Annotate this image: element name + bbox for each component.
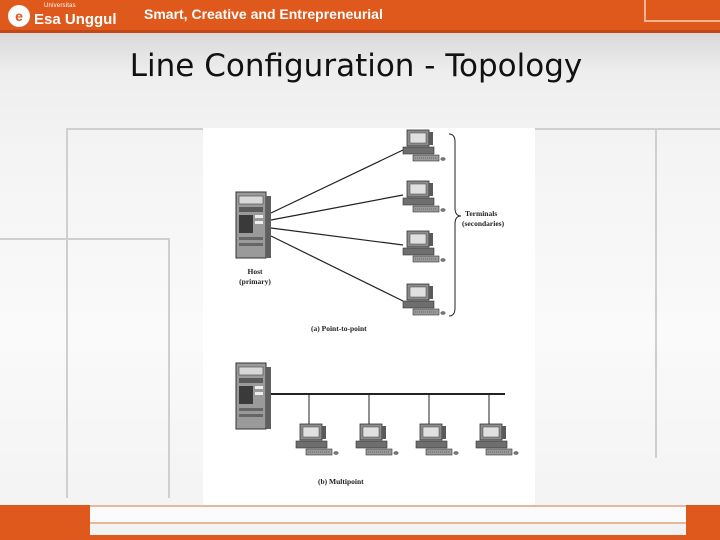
server-tower-icon	[235, 191, 272, 259]
topology-diagram: Host (primary) Terminals (secondaries) (…	[203, 128, 535, 508]
host-label: Host	[248, 267, 264, 276]
link-line	[270, 227, 404, 246]
computer-terminal-icon	[402, 129, 446, 162]
computer-terminal-icon	[402, 180, 446, 213]
terminals-brace	[448, 133, 462, 317]
computer-terminal-icon	[475, 423, 519, 456]
decorative-line	[168, 238, 170, 498]
header-strip	[0, 30, 720, 33]
terminals-label: Terminals	[465, 209, 497, 218]
caption-multipoint: (b) Multipoint	[318, 477, 364, 486]
footer-strip	[0, 535, 720, 540]
logo: e Universitas Esa Unggul	[8, 3, 117, 29]
point-to-point-section: Host (primary) Terminals (secondaries) (…	[235, 129, 505, 333]
decorative-line	[532, 128, 720, 130]
computer-terminal-icon	[415, 423, 459, 456]
computer-terminal-icon	[402, 283, 446, 316]
decorative-line	[66, 128, 206, 130]
host-label-secondary: (primary)	[239, 277, 271, 286]
terminals-label-secondary: (secondaries)	[462, 219, 505, 228]
link-line	[270, 235, 404, 302]
logo-emblem-icon: e	[8, 5, 30, 27]
decorative-line	[655, 128, 657, 458]
header-decoration	[644, 0, 720, 22]
computer-terminal-icon	[295, 423, 339, 456]
link-line	[270, 149, 404, 214]
footer-bar	[0, 505, 720, 540]
decorative-line	[0, 238, 170, 240]
tagline: Smart, Creative and Entrepreneurial	[144, 6, 383, 22]
server-tower-icon	[235, 362, 272, 430]
link-line	[270, 194, 404, 221]
logo-name: Esa Unggul	[34, 10, 117, 28]
decorative-line	[66, 128, 68, 498]
slide-title: Line Configuration - Topology	[129, 48, 583, 84]
multipoint-section: (b) Multipoint	[235, 362, 519, 486]
computer-terminal-icon	[355, 423, 399, 456]
footer-band	[90, 505, 686, 524]
footer-accent-right	[686, 505, 720, 535]
header-bar: e Universitas Esa Unggul Smart, Creative…	[0, 0, 720, 33]
logo-small-text: Universitas	[44, 3, 76, 9]
computer-terminal-icon	[402, 230, 446, 263]
footer-accent-left	[0, 505, 90, 535]
caption-point-to-point: (a) Point-to-point	[311, 324, 367, 333]
